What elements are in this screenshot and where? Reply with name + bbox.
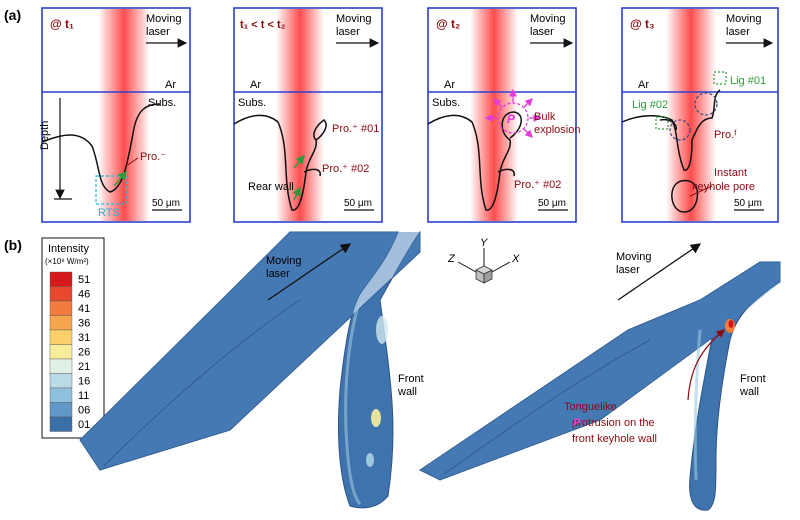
legend-swatch bbox=[49, 300, 73, 316]
frame-4-keyhole bbox=[621, 89, 721, 171]
axis-x: X bbox=[511, 253, 520, 265]
frame-3-pro02: Pro.⁺ #02 bbox=[514, 179, 561, 191]
legend-swatch bbox=[49, 373, 73, 389]
frame-4-lig02: Lig #02 bbox=[632, 99, 668, 111]
frame-3-ar: Ar bbox=[444, 79, 455, 91]
panel-a-label: (a) bbox=[4, 7, 21, 23]
frame-3-time: @ t₂ bbox=[436, 17, 460, 31]
frame-3-keyhole bbox=[427, 111, 522, 211]
legend-level: 41 bbox=[78, 303, 90, 315]
axis-z: Z bbox=[447, 253, 456, 265]
frame-2-keyhole bbox=[233, 114, 327, 211]
legend-level: 11 bbox=[78, 390, 89, 402]
intensity-legend: Intensity (×10⁹ W/m²) 51 46 41 36 31 26 21 16 11… bbox=[41, 237, 105, 439]
annotation-p: P bbox=[573, 417, 581, 429]
frame-1-keyhole bbox=[41, 103, 161, 193]
frame-3-subs: Subs. bbox=[432, 97, 460, 109]
legend-swatch bbox=[49, 358, 73, 374]
legend-level: 36 bbox=[78, 318, 90, 330]
frame-1-depth: Depth bbox=[39, 121, 51, 150]
frame-1-subs: Subs. bbox=[148, 97, 176, 109]
frame-2-scale: 50 μm bbox=[344, 198, 372, 209]
panel-b-label: (b) bbox=[4, 237, 22, 253]
frame-2-pro01: Pro.⁺ #01 bbox=[332, 123, 379, 135]
legend-swatch bbox=[49, 329, 73, 345]
legend-level: 46 bbox=[78, 289, 90, 301]
legend-level: 31 bbox=[78, 332, 90, 344]
frame-4-time: @ t₃ bbox=[630, 17, 655, 31]
frame-2-rear-wall: Rear wall bbox=[248, 181, 294, 193]
legend-swatch bbox=[49, 286, 73, 302]
legend-swatch bbox=[49, 315, 73, 331]
keyhole-surface-right bbox=[419, 261, 781, 511]
frame-2-pro02: Pro.⁺ #02 bbox=[322, 163, 369, 175]
legend-level: 26 bbox=[78, 347, 90, 359]
frame-1-pro: Pro.⁻ bbox=[140, 151, 166, 163]
legend-level: 16 bbox=[78, 376, 90, 388]
legend-swatch bbox=[49, 387, 73, 403]
axis-y: Y bbox=[480, 237, 488, 249]
frame-4-ar: Ar bbox=[638, 79, 649, 91]
axes-triad: Y Z X bbox=[447, 237, 520, 284]
legend-swatch bbox=[49, 271, 73, 287]
legend-title: Intensity bbox=[48, 243, 89, 255]
legend-level: 21 bbox=[78, 361, 90, 373]
frame-4-pore bbox=[671, 179, 699, 213]
legend-swatch bbox=[49, 344, 73, 360]
frame-4-lig01: Lig #01 bbox=[730, 75, 766, 87]
keyhole-surface-left bbox=[79, 230, 421, 509]
tonguelike-annotation: Tonguelike protrusion on the front keyho… bbox=[564, 401, 658, 445]
legend-unit: (×10⁹ W/m²) bbox=[45, 257, 89, 266]
frame-2-ar: Ar bbox=[250, 79, 261, 91]
frame-1-rts: RTS bbox=[98, 207, 120, 219]
frame-2-time: t₁ < t < t₂ bbox=[240, 19, 286, 31]
frame-1-time: @ t₁ bbox=[50, 17, 74, 31]
frame-1-scale: 50 μm bbox=[152, 198, 180, 209]
frame-1-ar: Ar bbox=[165, 79, 176, 91]
legend-level: 06 bbox=[78, 405, 90, 417]
legend-level: 01 bbox=[78, 419, 90, 431]
frame-2-subs: Subs. bbox=[238, 97, 266, 109]
legend-swatch bbox=[49, 402, 73, 418]
frame-4-scale: 50 μm bbox=[734, 198, 762, 209]
frame-3-p: P bbox=[507, 112, 516, 126]
legend-swatch bbox=[49, 416, 73, 432]
frame-4-pore-label: Instant keyhole pore bbox=[692, 167, 755, 193]
legend-level: 51 bbox=[78, 274, 90, 286]
frame-4-pro-f: Pro.ᶠ bbox=[714, 129, 737, 141]
frame-3-scale: 50 μm bbox=[538, 198, 566, 209]
